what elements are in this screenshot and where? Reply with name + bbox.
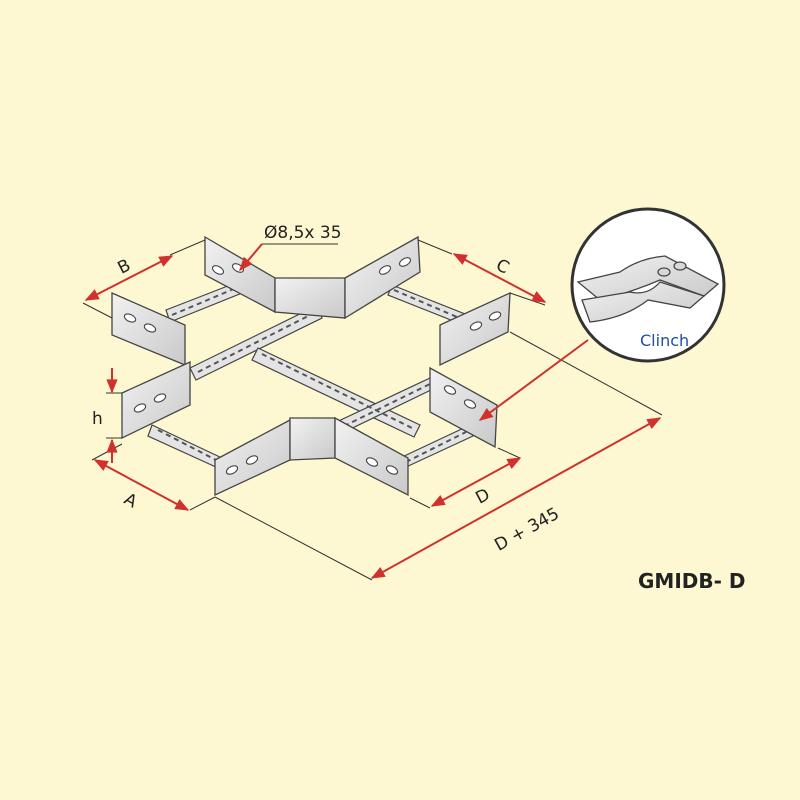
clinch-plate-lower	[581, 281, 706, 323]
dim-c	[452, 253, 547, 303]
panel-top-right	[344, 235, 421, 320]
dimension-arrows	[84, 243, 662, 579]
dimension-label-h: h	[92, 409, 103, 429]
clinch-rivet-1	[657, 267, 671, 277]
clinch-detail: Clinch	[570, 207, 726, 363]
dim-d-345	[370, 417, 662, 579]
panel-top-center	[274, 277, 346, 319]
dimension-label-d: D	[472, 485, 493, 509]
dim-b	[84, 255, 174, 301]
dimension-label-b: B	[115, 255, 134, 278]
clinch-label: Clinch	[640, 331, 689, 350]
side-panels	[111, 235, 511, 497]
dimension-label-overall: D + 345	[491, 504, 562, 556]
clinch-leader	[478, 339, 589, 421]
dimension-label-a: A	[121, 489, 141, 512]
product-code: GMIDB- D	[638, 569, 745, 593]
dim-a	[93, 459, 190, 511]
panel-bottom-center	[289, 417, 336, 461]
clinch-rivet-2	[673, 261, 687, 271]
hole-size-label: Ø8,5x 35	[264, 223, 342, 243]
hole-leader	[239, 243, 263, 272]
